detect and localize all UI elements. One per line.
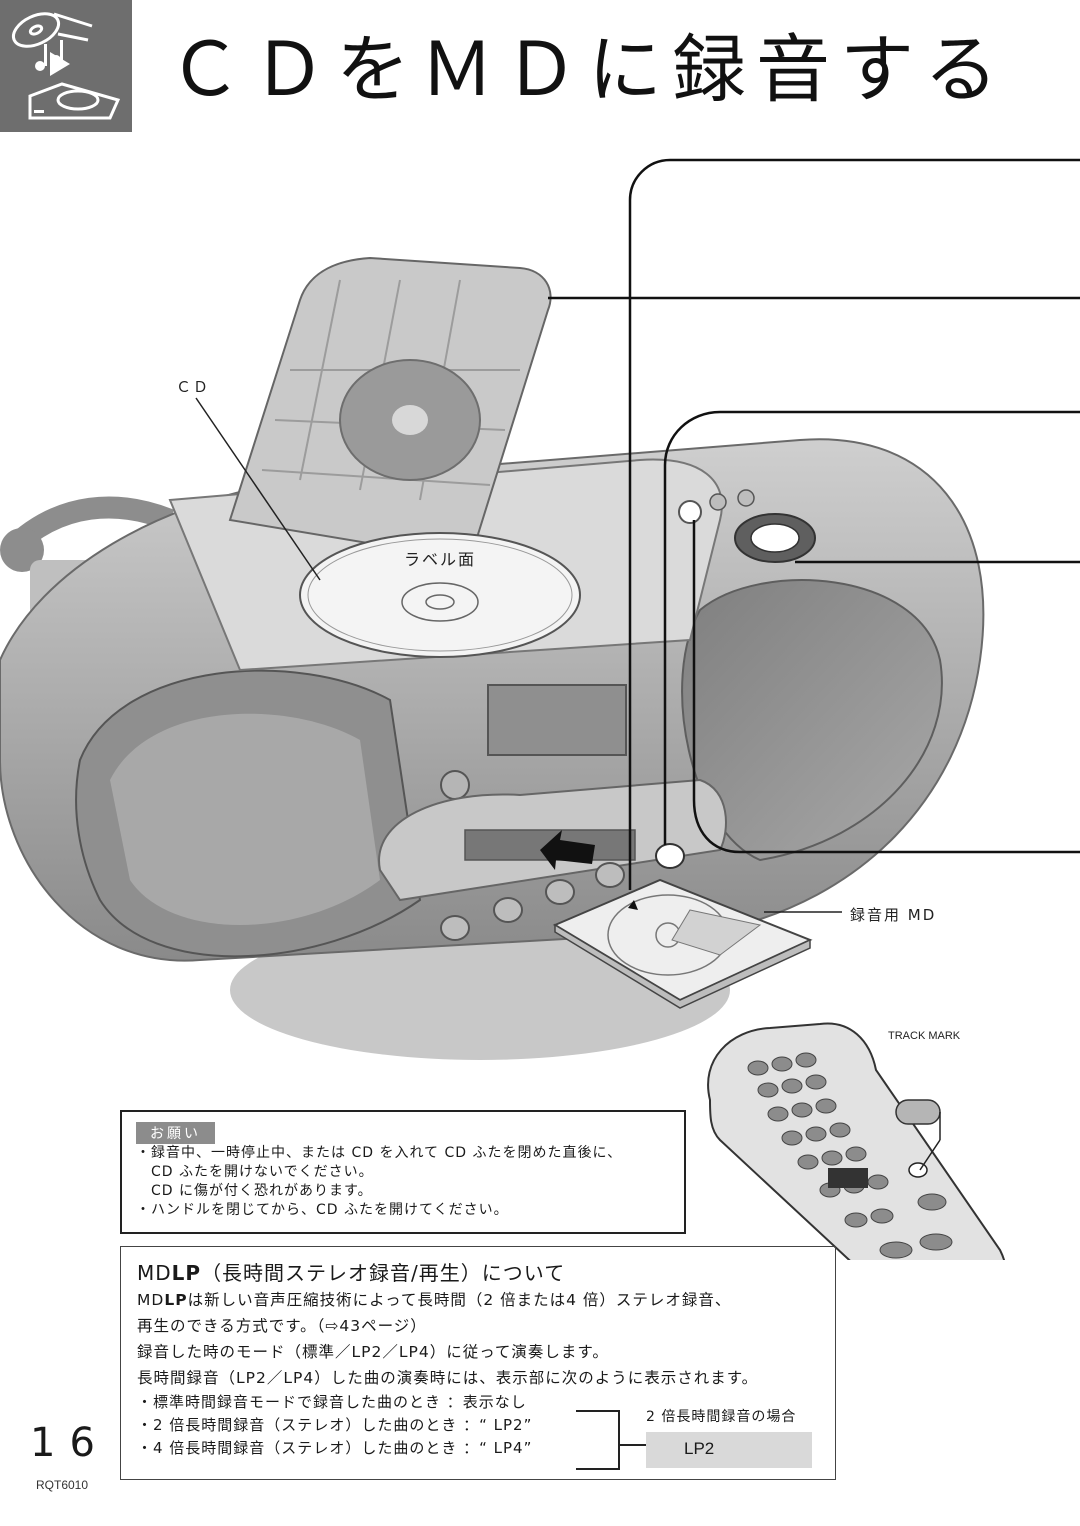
- mdlp-brand-lp: LP: [171, 1261, 202, 1285]
- mdlp-list-item: ・標準時間録音モードで録音した曲のとき ：表示なし: [137, 1391, 819, 1414]
- lp2-display-text: LP2: [684, 1439, 715, 1458]
- label-side-label: ラベル面: [404, 550, 477, 569]
- page-title: ＣＤをＭＤに録音する: [168, 27, 1008, 113]
- lp2-caption: 2 倍長時間録音の場合: [646, 1409, 797, 1425]
- cd-to-md-record-icon: [0, 0, 132, 132]
- mdlp-paragraph: 長時間録音（LP2／LP4）した曲の演奏時には、表示部に次のように表示されます。: [137, 1369, 759, 1387]
- page-number: 16: [30, 1420, 109, 1466]
- document-code: RQT6010: [36, 1478, 89, 1492]
- mdlp-paragraph: 再生のできる方式です。（⇨43ページ）: [137, 1317, 427, 1335]
- mdlp-list-item: ・2 倍長時間録音（ステレオ）した曲のとき ：“ LP2”: [137, 1414, 819, 1437]
- list-item-text: ・4 倍長時間録音（ステレオ）した曲のとき: [137, 1439, 458, 1457]
- mdlp-paragraph: 録音した時のモード（標準／LP2／LP4）に従って演奏します。: [137, 1343, 609, 1361]
- list-item-text: ・2 倍長時間録音（ステレオ）した曲のとき: [137, 1416, 458, 1434]
- lp-bracket: [576, 1410, 620, 1470]
- notice-box: お願い ・録音中、一時停止中、または CD を入れて CD ふたを閉めた直後に、…: [120, 1110, 686, 1234]
- notice-line: CD に傷が付く恐れがあります。: [136, 1183, 373, 1199]
- mdlp-brand-lp: LP: [164, 1291, 188, 1309]
- notice-tag: お願い: [136, 1122, 215, 1144]
- mdlp-heading: MDLP（長時間ステレオ録音/再生）について: [137, 1259, 819, 1287]
- cd-label: ＣＤ: [176, 378, 211, 396]
- mdlp-heading-text: （長時間ステレオ録音/再生）について: [201, 1261, 566, 1285]
- mdlp-para1: は新しい音声圧縮技術によって長時間（2 倍または4 倍）ステレオ録音、: [187, 1291, 732, 1309]
- mdlp-brand-md: MD: [137, 1261, 172, 1285]
- notice-line: CD ふたを開けないでください。: [136, 1164, 374, 1180]
- notice-line: ・録音中、一時停止中、または CD を入れて CD ふたを閉めた直後に、: [136, 1145, 623, 1161]
- list-item-value: ：“ LP4”: [463, 1439, 533, 1457]
- boombox-illustration: ＣＤ ラベル面 録音用 MD TRACK MARK: [0, 140, 1080, 1322]
- mdlp-info-box: MDLP（長時間ステレオ録音/再生）について MDLPは新しい音声圧縮技術によっ…: [120, 1246, 836, 1480]
- list-item-value: ：“ LP2”: [463, 1416, 533, 1434]
- mdlp-list-item: ・4 倍長時間録音（ステレオ）した曲のとき ：“ LP4”: [137, 1437, 819, 1460]
- notice-line: ・ハンドルを閉じてから、CD ふたを開けてください。: [136, 1202, 509, 1218]
- list-item-text: ・標準時間録音モードで録音した曲のとき: [137, 1393, 442, 1411]
- recording-md-label: 録音用 MD: [850, 906, 937, 924]
- mdlp-brand-md: MD: [137, 1291, 165, 1309]
- track-mark-label: TRACK MARK: [888, 1030, 961, 1042]
- mdlp-paragraph: MDLPは新しい音声圧縮技術によって長時間（2 倍または4 倍）ステレオ録音、: [137, 1287, 819, 1313]
- list-item-value: ：表示なし: [446, 1393, 527, 1411]
- lp2-display-sample: LP2: [646, 1432, 812, 1468]
